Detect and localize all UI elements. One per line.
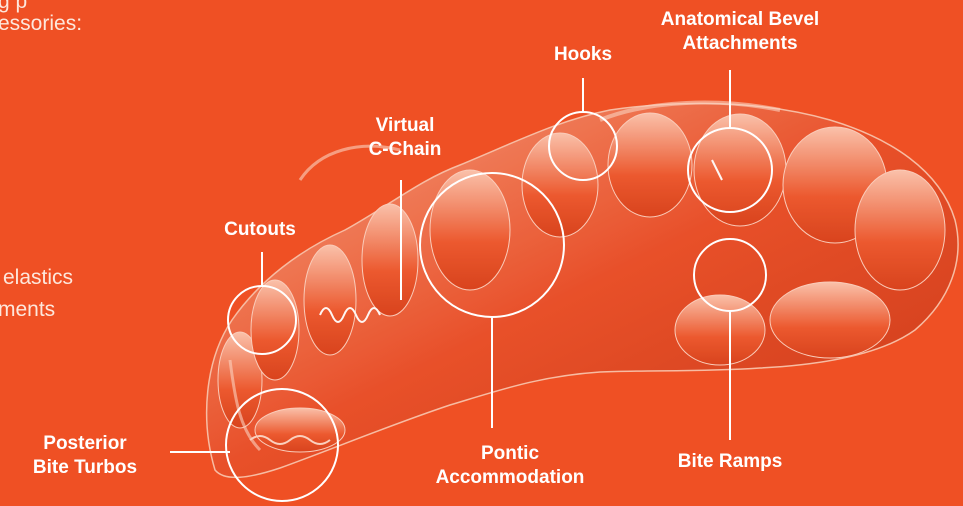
- label-posterior-bite-turbos: Posterior Bite Turbos: [15, 432, 155, 480]
- label-hooks: Hooks: [535, 43, 631, 67]
- label-bite-ramps: Bite Ramps: [665, 450, 795, 474]
- aligner-body: [207, 103, 958, 478]
- label-virtual-c-chain: Virtual C-Chain: [350, 114, 460, 162]
- label-pontic-accommodation: Pontic Accommodation: [410, 442, 610, 490]
- label-cutouts: Cutouts: [205, 218, 315, 242]
- label-anatomical-bevel-attachments: Anatomical Bevel Attachments: [635, 8, 845, 56]
